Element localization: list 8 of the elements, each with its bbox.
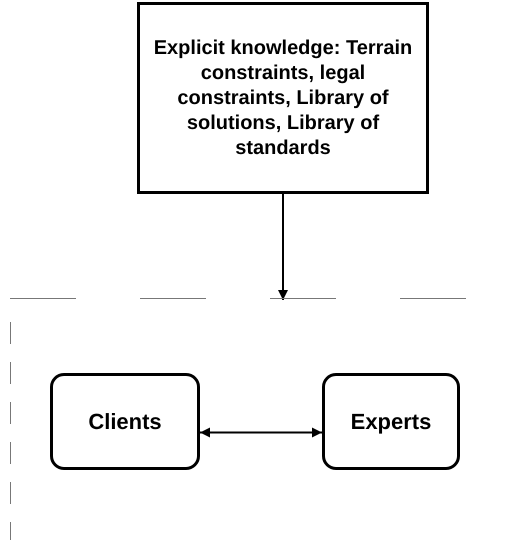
actor-label: Clients	[87, 408, 163, 436]
arrow	[200, 428, 322, 438]
actor-box	[50, 373, 200, 470]
arrow	[278, 194, 288, 300]
actor-box	[322, 373, 460, 470]
actor-label: Experts	[350, 408, 432, 436]
knowledge-box	[137, 2, 429, 194]
heading-text: Explicit knowledge: Terrain constraints, legal constraints, Library of solutions, Library of standards	[152, 36, 414, 160]
